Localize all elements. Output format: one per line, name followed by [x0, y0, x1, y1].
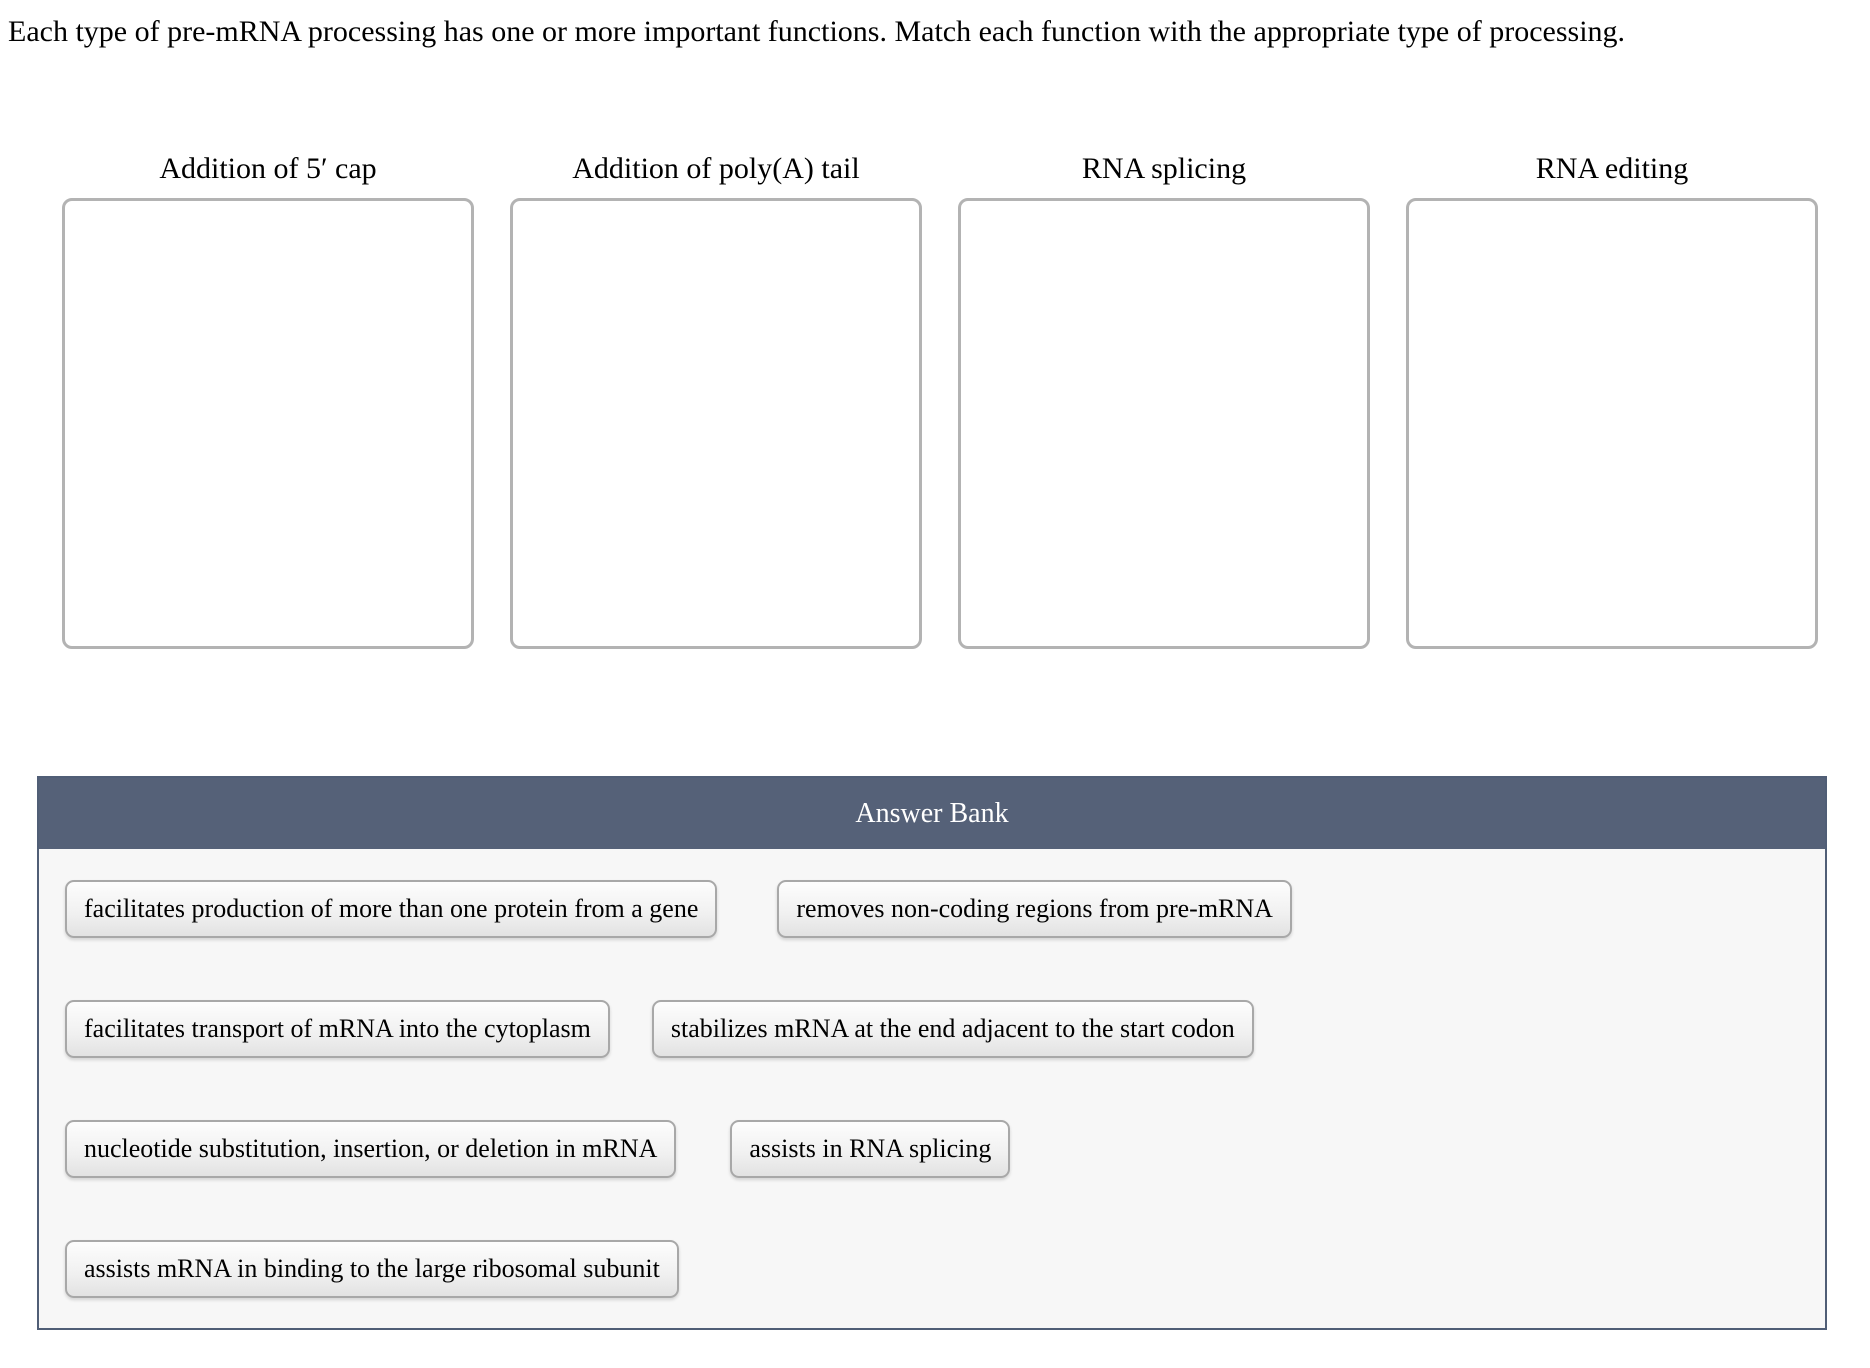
dropzone-addition-polya-tail[interactable]: [510, 198, 922, 649]
answer-bank-row: facilitates production of more than one …: [65, 880, 1825, 938]
answer-chip-nucleotide-substitution[interactable]: nucleotide substitution, insertion, or d…: [65, 1120, 677, 1178]
dropzone-rna-splicing[interactable]: [958, 198, 1370, 649]
answer-chip-stabilizes-start-codon-end[interactable]: stabilizes mRNA at the end adjacent to t…: [651, 1000, 1254, 1058]
bin-rna-splicing: RNA splicing: [958, 149, 1370, 649]
bin-addition-5-cap: Addition of 5′ cap: [62, 149, 474, 649]
answer-chip-transport-cytoplasm[interactable]: facilitates transport of mRNA into the c…: [65, 1000, 610, 1058]
bin-label-addition-5-cap: Addition of 5′ cap: [159, 152, 377, 185]
bin-label-addition-polya-tail: Addition of poly(A) tail: [572, 152, 860, 185]
question-text: Each type of pre-mRNA processing has one…: [8, 15, 1626, 48]
bin-rna-editing: RNA editing: [1406, 149, 1818, 649]
answer-chip-production-multiple-proteins[interactable]: facilitates production of more than one …: [65, 880, 718, 938]
bin-addition-polya-tail: Addition of poly(A) tail: [510, 149, 922, 649]
category-bins: Addition of 5′ cap Addition of poly(A) t…: [62, 149, 1818, 649]
answer-bank-row: nucleotide substitution, insertion, or d…: [65, 1120, 1825, 1178]
answer-bank-row: facilitates transport of mRNA into the c…: [65, 1000, 1825, 1058]
answer-bank-header: Answer Bank: [39, 778, 1825, 849]
dropzone-addition-5-cap[interactable]: [62, 198, 474, 649]
bin-label-rna-editing: RNA editing: [1535, 152, 1689, 185]
answer-bank: Answer Bank facilitates production of mo…: [37, 776, 1827, 1330]
bin-label-rna-splicing: RNA splicing: [1081, 152, 1247, 185]
answer-bank-body: facilitates production of more than one …: [39, 849, 1825, 1298]
answer-chip-binding-large-ribosomal-subunit[interactable]: assists mRNA in binding to the large rib…: [65, 1240, 679, 1298]
answer-chip-removes-noncoding-regions[interactable]: removes non-coding regions from pre-mRNA: [777, 880, 1292, 938]
answer-bank-title: Answer Bank: [855, 797, 1009, 829]
dropzone-rna-editing[interactable]: [1406, 198, 1818, 649]
answer-bank-row: assists mRNA in binding to the large rib…: [65, 1240, 1825, 1298]
answer-chip-assists-rna-splicing[interactable]: assists in RNA splicing: [730, 1120, 1011, 1178]
